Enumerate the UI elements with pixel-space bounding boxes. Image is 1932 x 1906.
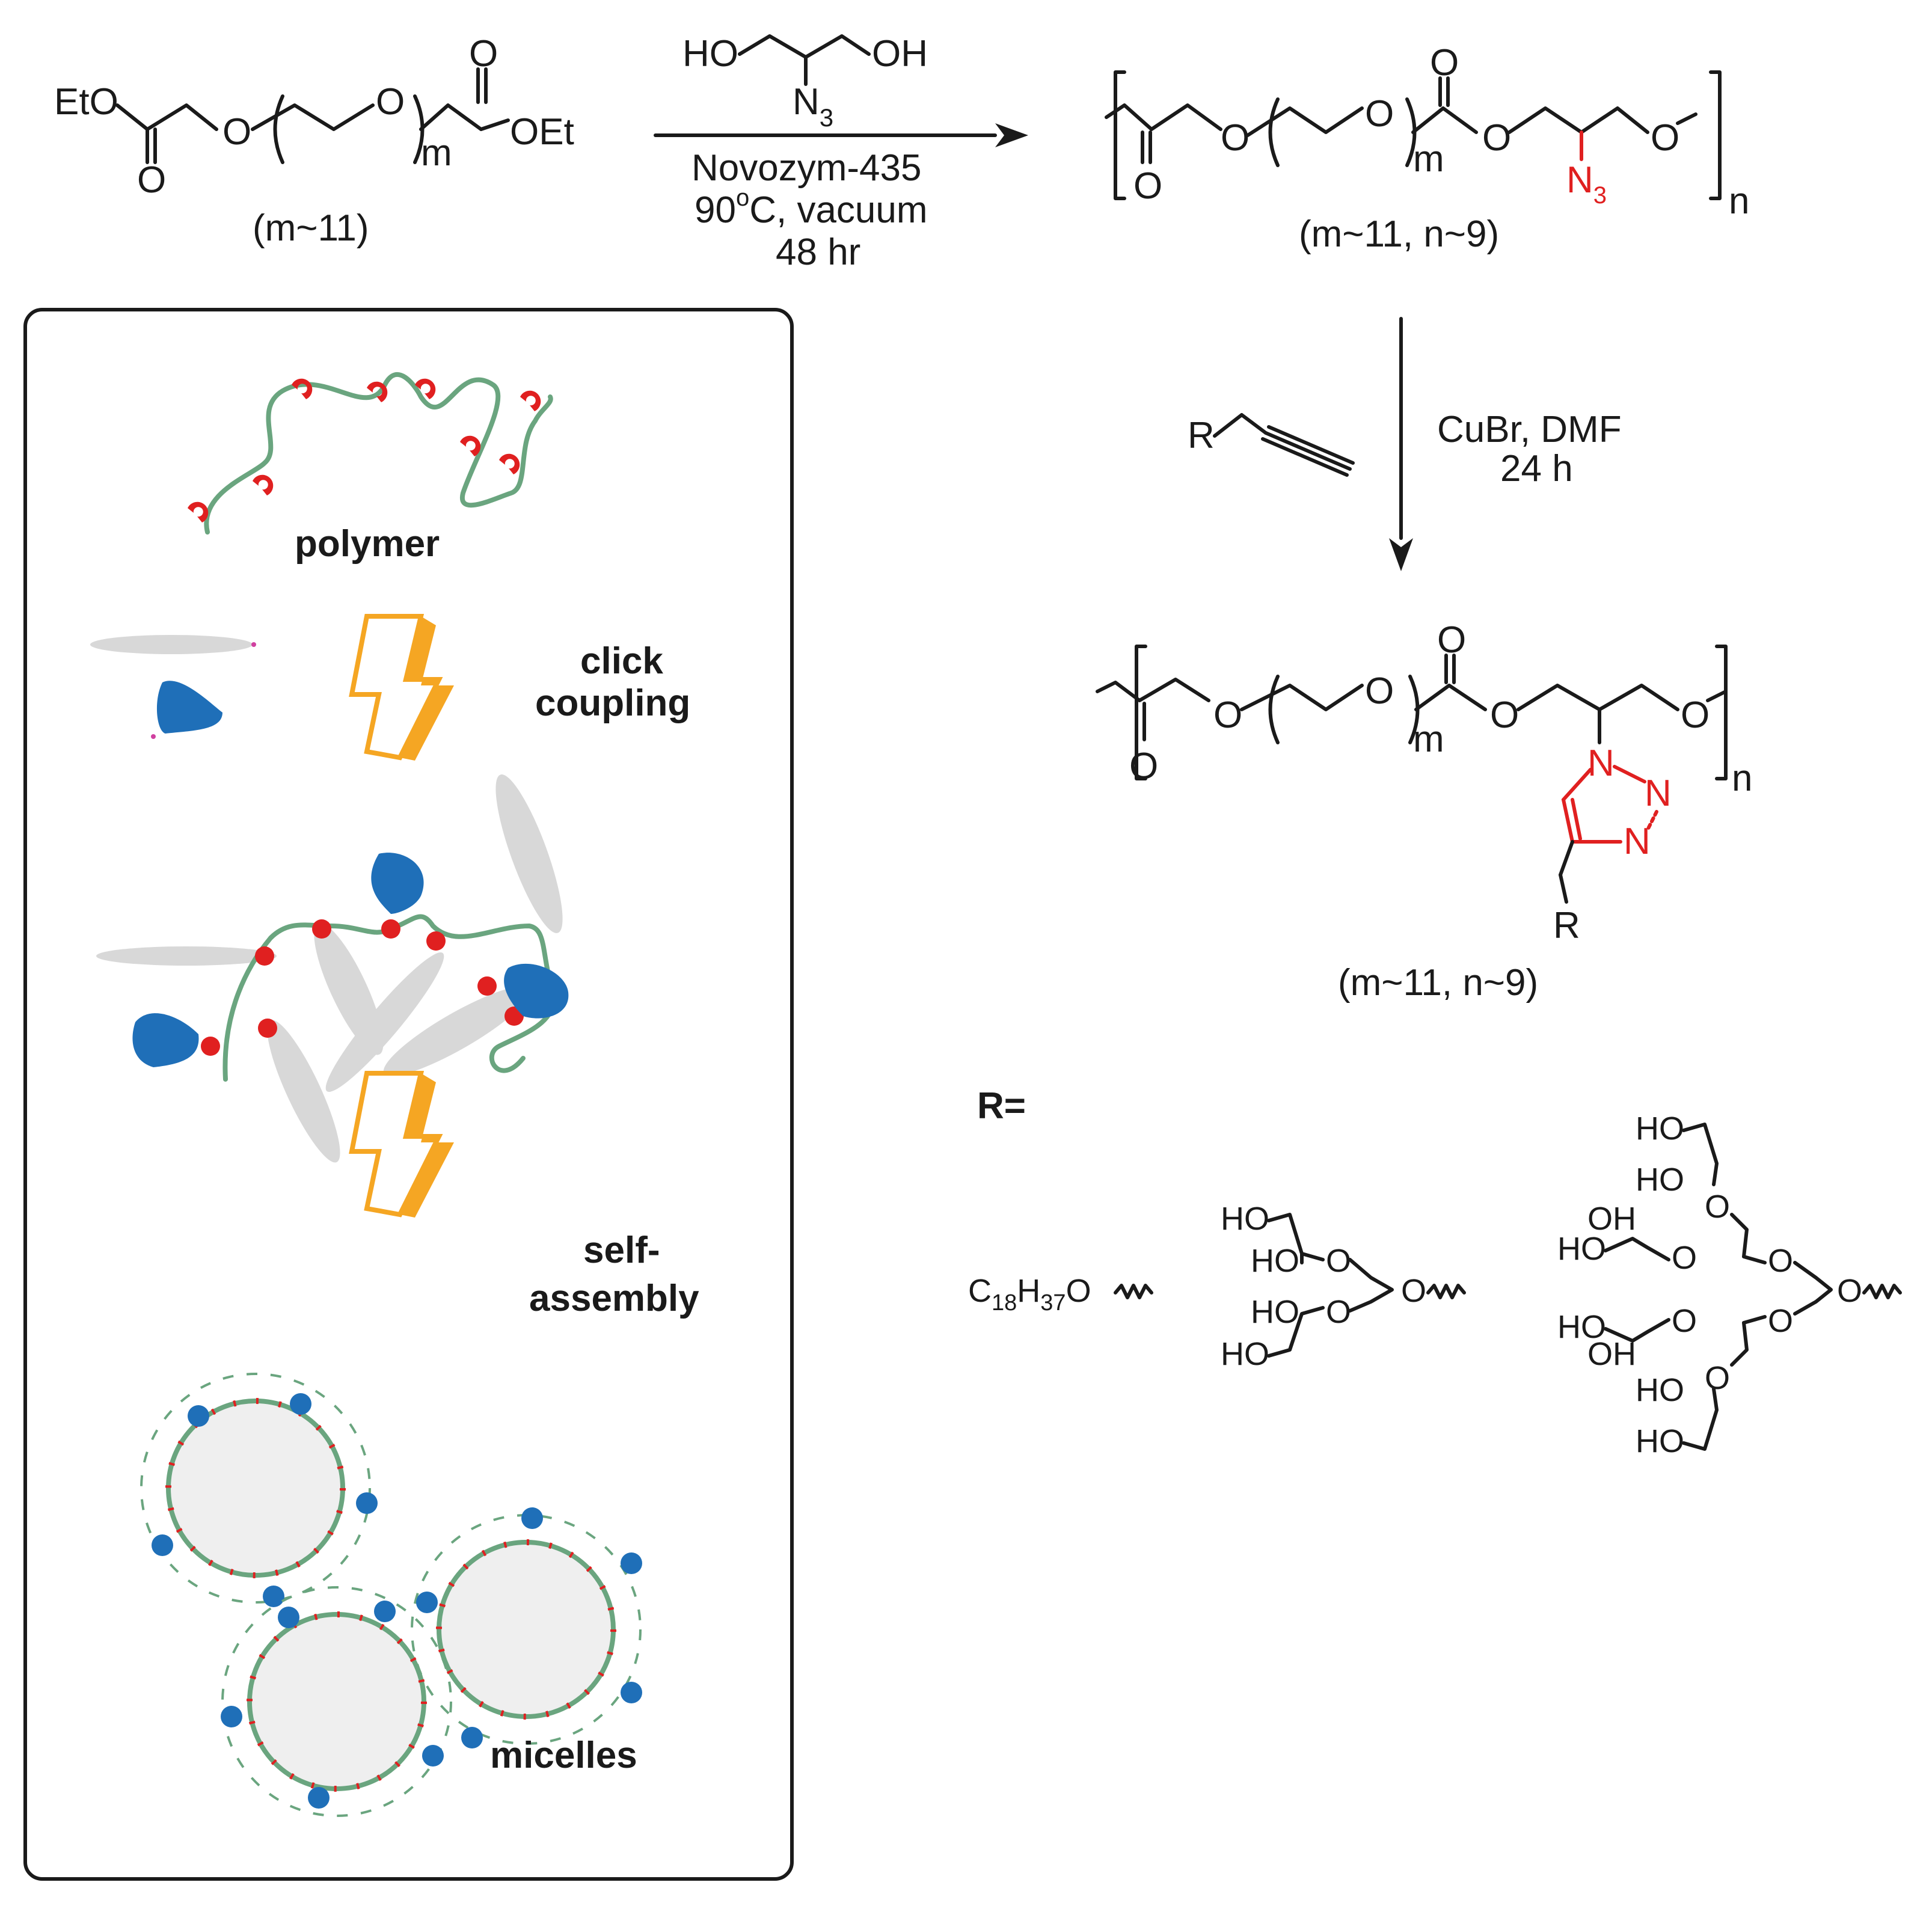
r3-ho-6: HO — [1636, 1423, 1684, 1459]
triazole-polymer: O O O m O O O n N N N R (m~11, n~9) — [1096, 619, 1752, 1004]
label-micelles: micelles — [490, 1735, 637, 1776]
panel-border — [23, 308, 794, 1881]
diol-oh: OH — [872, 33, 928, 75]
r3-o-a: O — [1705, 1189, 1730, 1225]
triazole-r: R — [1553, 905, 1580, 946]
label-click: click — [580, 640, 663, 682]
r2-o-2: O — [1326, 1294, 1351, 1330]
alkyne-r: R — [1188, 415, 1215, 456]
poly2-carbonyl-o-2: O — [1437, 619, 1466, 661]
starting-material: EtO O O O m O OEt (m~11) — [54, 33, 574, 249]
triazole-n3: N — [1624, 821, 1651, 862]
subscript-m-1: m — [421, 132, 452, 174]
r3-ho-4: HO — [1557, 1309, 1606, 1345]
polymer-chain-graphic — [188, 372, 553, 535]
step2-reagents: CuBr, DMF — [1437, 409, 1622, 450]
reaction-arrow-2: R CuBr, DMF 24 h — [1188, 317, 1622, 571]
poly1-n3: N3 — [1566, 159, 1607, 209]
r3-o-b: O — [1672, 1240, 1697, 1276]
r3-ho-2: HO — [1636, 1162, 1684, 1198]
r3-ho-3: HO — [1557, 1231, 1606, 1267]
poly2-o-1: O — [1213, 694, 1242, 736]
poly1-o-1: O — [1221, 117, 1250, 159]
poly1-m: m — [1413, 138, 1444, 180]
r2-o-3: O — [1401, 1273, 1426, 1309]
poly1-o-3: O — [1482, 117, 1511, 159]
poly1-o-2: O — [1365, 93, 1394, 135]
triazole-n2: N — [1645, 773, 1672, 814]
r2-ho-1: HO — [1221, 1201, 1269, 1237]
label-self: self- — [583, 1230, 660, 1271]
micelle-2 — [411, 1507, 642, 1748]
r3-oh-1: OH — [1587, 1201, 1636, 1237]
poly1-carbonyl-o-2: O — [1430, 42, 1459, 84]
label-assembly: assembly — [529, 1278, 699, 1319]
schematic-panel: polymer click coupling — [23, 308, 794, 1881]
r1-c18h37o: C18H37O — [968, 1273, 1091, 1316]
r3-o-d: O — [1672, 1303, 1697, 1339]
r2-ho-2: HO — [1251, 1243, 1299, 1279]
poly2-o-4: O — [1681, 694, 1710, 736]
r-groups: R= C18H37O HO HO HO HO O O O HO HO OH HO… — [968, 1085, 1902, 1459]
reaction-arrow-1: HO OH N3 Novozym-435 90oC, vacuum 48 hr — [654, 33, 1028, 273]
poly1-o-4: O — [1651, 117, 1679, 159]
r2-o-1: O — [1326, 1243, 1351, 1279]
poly2-o-3: O — [1490, 694, 1519, 736]
r3-ho-5: HO — [1636, 1372, 1684, 1408]
azide-polymer: O O O m O O N3 O n (m~11, n~9) — [1105, 42, 1749, 255]
protein-icon — [156, 681, 222, 734]
ether-o-2: O — [376, 81, 405, 123]
eto-label: EtO — [54, 81, 118, 123]
step2-time: 24 h — [1500, 448, 1573, 489]
poly2-o-2: O — [1365, 670, 1394, 712]
lipid-tail-1 — [90, 635, 253, 654]
r3-o-f: O — [1768, 1303, 1793, 1339]
r-equals: R= — [977, 1085, 1026, 1127]
poly2-n: n — [1732, 758, 1752, 799]
r2-ho-4: HO — [1221, 1336, 1269, 1372]
poly1-n: n — [1729, 180, 1749, 222]
oet-label: OEt — [510, 111, 574, 153]
micelle-3 — [221, 1586, 452, 1817]
conjugate-graphic — [96, 774, 569, 1163]
ether-o-1: O — [222, 111, 251, 153]
poly2-note: (m~11, n~9) — [1338, 962, 1538, 1004]
poly2-carbonyl-o: O — [1129, 746, 1158, 787]
r3-oh-2: OH — [1587, 1336, 1636, 1372]
r3-o-c: O — [1768, 1243, 1793, 1279]
poly1-carbonyl-o: O — [1133, 165, 1162, 207]
reagent-n3: N3 — [793, 81, 833, 132]
r3-o-g: O — [1837, 1273, 1862, 1309]
poly1-note: (m~11, n~9) — [1299, 213, 1499, 255]
time-label: 48 hr — [776, 231, 860, 273]
r3-ho-1: HO — [1636, 1111, 1684, 1147]
catalyst-label: Novozym-435 — [692, 147, 921, 189]
r3-o-e: O — [1705, 1360, 1730, 1396]
label-coupling: coupling — [535, 682, 690, 724]
carbonyl-o-2: O — [469, 33, 498, 75]
poly2-m: m — [1413, 719, 1444, 760]
temp-label: 90oC, vacuum — [695, 185, 928, 231]
carbonyl-o-1: O — [137, 159, 166, 201]
m-note-1: (m~11) — [253, 207, 369, 249]
micelle-1 — [140, 1373, 378, 1607]
r2-dendron: HO HO HO HO O O O — [1221, 1201, 1466, 1372]
r2-ho-3: HO — [1251, 1294, 1299, 1330]
label-polymer: polymer — [295, 523, 440, 565]
r3-dendron: HO HO OH HO HO OH HO HO O O O O O O O — [1557, 1111, 1902, 1459]
diol-ho: HO — [682, 33, 738, 75]
triazole-n1: N — [1587, 743, 1615, 784]
